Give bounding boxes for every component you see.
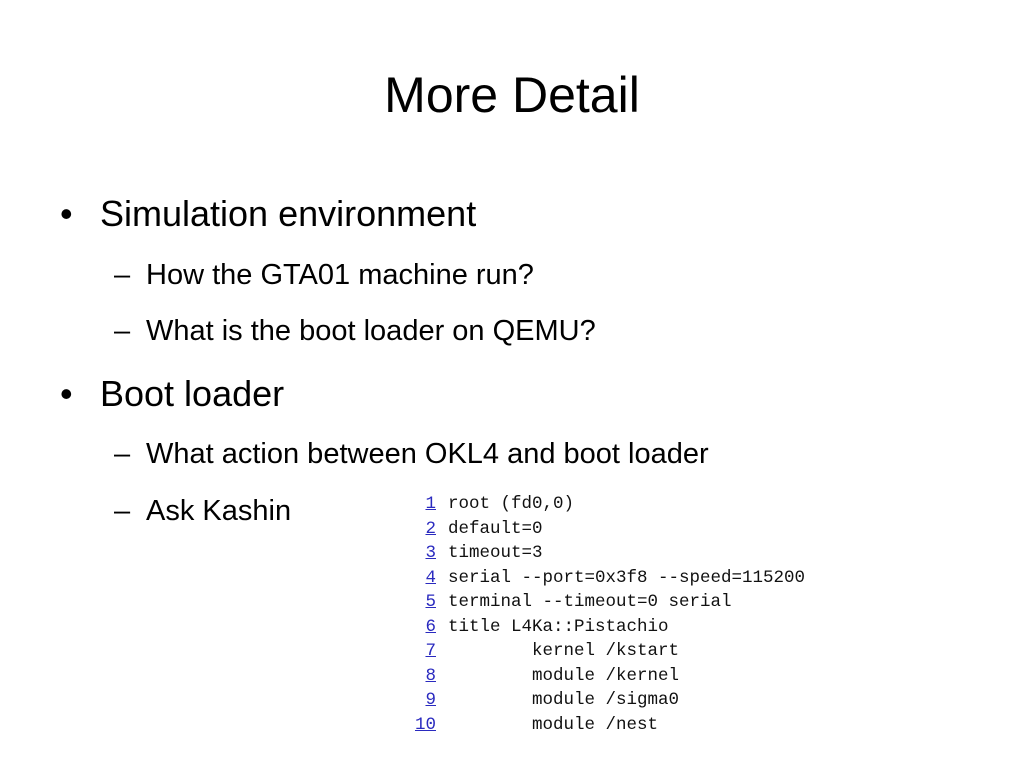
code-line: 1 root (fd0,0) [414,492,574,516]
sub-bullet-mark: – [114,315,131,347]
sub-bullet-mark: – [114,438,131,470]
code-line: 7 kernel /kstart [414,639,679,663]
code-text: default=0 [448,518,543,539]
slide-title: More Detail [384,67,640,123]
code-line: 10 module /nest [414,713,658,737]
code-text: serial --port=0x3f8 --speed=115200 [448,567,806,588]
sub-bullet-okl4-action: –What action between OKL4 and boot loade… [114,435,709,473]
sub-bullet-label: How the GTA01 machine run? [146,259,534,291]
code-text: timeout=3 [448,543,543,563]
code-line: 4 serial --port=0x3f8 --speed=115200 [414,566,805,590]
code-text: kernel /kstart [448,641,680,661]
code-line: 2 default=0 [414,517,543,541]
bullet-simulation-environment: • Simulation environment [60,192,476,236]
bullet-label: Boot loader [100,373,285,414]
line-number-link[interactable]: 3 [425,543,436,563]
bullet-mark: • [60,193,73,234]
code-text: module /sigma0 [448,690,680,710]
code-line: 8 module /kernel [414,664,679,688]
code-line: 6 title L4Ka::Pistachio [414,615,669,639]
code-text: module /nest [448,714,659,735]
line-number-link[interactable]: 5 [425,592,436,612]
sub-bullet-label: Ask Kashin [146,495,292,527]
line-number-link[interactable]: 4 [425,567,436,588]
sub-bullet-label: What is the boot loader on QEMU? [146,315,596,347]
line-number-link[interactable]: 6 [425,616,436,637]
code-text: module /kernel [448,665,680,686]
bullet-boot-loader: • Boot loader [60,372,284,416]
sub-bullet-gta01: –How the GTA01 machine run? [114,256,534,294]
sub-bullet-ask-kashin: –Ask Kashin [114,492,291,530]
code-line: 9 module /sigma0 [414,688,679,712]
sub-bullet-boot-loader-qemu: –What is the boot loader on QEMU? [114,312,596,350]
sub-bullet-mark: – [114,495,131,527]
code-text: root (fd0,0) [448,494,575,514]
sub-bullet-mark: – [114,259,131,291]
grub-config-code-image: 1 root (fd0,0) 2 default=0 3 timeout=3 4 ser… [414,492,834,742]
line-number-link[interactable]: 10 [414,714,436,735]
code-text: terminal --timeout=0 serial [448,592,732,612]
code-line: 5 terminal --timeout=0 serial [414,590,732,614]
bullet-label: Simulation environment [100,193,477,234]
bullet-mark: • [60,373,73,414]
code-line: 3 timeout=3 [414,541,543,565]
line-number-link[interactable]: 2 [425,518,436,539]
sub-bullet-label: What action between OKL4 and boot loader [146,438,709,470]
line-number-link[interactable]: 1 [425,494,436,514]
line-number-link[interactable]: 7 [425,641,436,661]
line-number-link[interactable]: 8 [425,665,436,686]
code-text: title L4Ka::Pistachio [448,616,669,637]
line-number-link[interactable]: 9 [425,690,436,710]
